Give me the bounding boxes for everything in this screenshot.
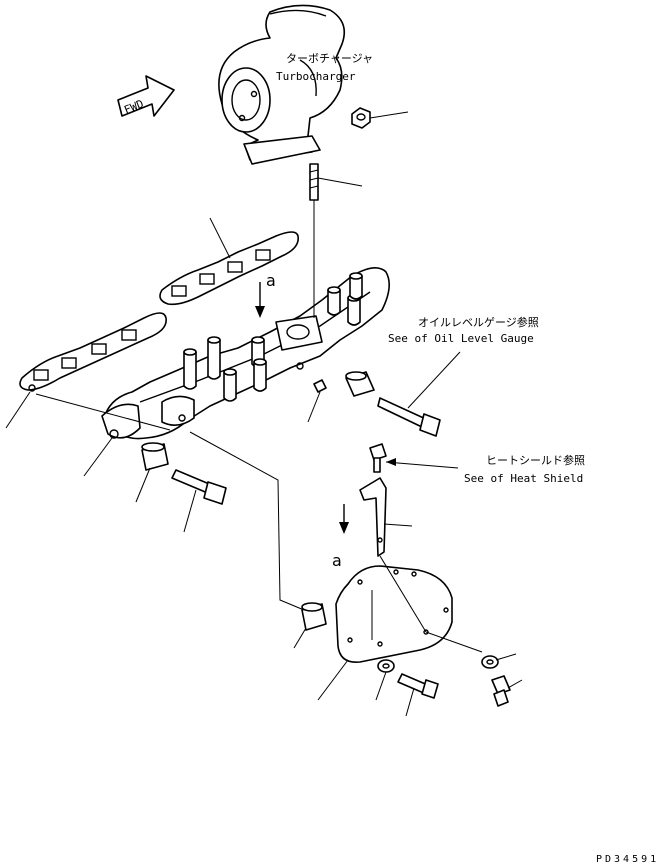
bolt-lower-right (491, 675, 511, 707)
washer-lower-left (377, 659, 395, 673)
centerline-gasket-to-spacer (35, 393, 171, 431)
drawing-code: PD34591 (596, 854, 659, 865)
leader-bolt-lower-center (405, 687, 415, 717)
leader-bracket (383, 523, 413, 527)
heat-shield-spacer (301, 602, 327, 631)
heat-shield-label-jp: ヒートシールド参照 (486, 453, 585, 467)
leader-heat-shield-spacer (293, 627, 307, 649)
washer-lower-right (481, 655, 499, 669)
centerline-plate-to-washer (425, 631, 483, 653)
turbocharger-label-jp: ターボチャージャ (286, 52, 373, 65)
heat-shield-bolt-top (369, 443, 387, 473)
leader-small-stud (307, 391, 321, 423)
small-stud (313, 379, 327, 393)
leader-washer-left (375, 671, 387, 701)
turbo-nut (351, 107, 371, 129)
rear-manifold-gasket (159, 231, 299, 306)
manifold-bolt-rear (377, 397, 441, 437)
leader-bolt-front (183, 489, 197, 533)
leader-heat-shield-ref (385, 461, 459, 469)
oil-gauge-label-jp: オイルレベルゲージ参照 (418, 315, 539, 329)
leader-turbo-nut (369, 111, 409, 119)
bolt-lower-center (397, 673, 439, 699)
manifold-spacer-rear (345, 371, 375, 397)
forward-arrow-icon: FWD (117, 75, 175, 117)
heat-shield-bracket (359, 477, 387, 557)
manifold-bolt-front (171, 469, 227, 505)
turbocharger-label-en: Turbocharger (276, 70, 356, 83)
leader-plate (317, 659, 349, 701)
view-arrow-upper: a (255, 271, 276, 318)
leader-bolt-lower-right (507, 679, 523, 689)
oil-gauge-label-en: See of Oil Level Gauge (388, 332, 534, 345)
leader-front-gasket (5, 391, 31, 429)
turbocharger (218, 4, 346, 165)
turbo-stud (309, 163, 319, 201)
view-label-lower: a (332, 551, 342, 570)
heat-shield-label-en: See of Heat Shield (464, 472, 583, 485)
centerline-bracket-to-plate (379, 555, 427, 633)
leader-turbo-stud (317, 177, 363, 187)
heat-shield-plate (335, 565, 453, 663)
view-label-upper: a (266, 271, 276, 290)
front-manifold-gasket (19, 312, 167, 392)
leader-washer-right (495, 653, 517, 661)
manifold-spacer-front (141, 442, 169, 471)
leader-rear-gasket (209, 217, 231, 259)
manifold-bosses (183, 272, 363, 402)
exhaust-manifold (101, 267, 390, 440)
leader-spacer-front (135, 467, 151, 503)
leader-oil-gauge (407, 351, 461, 409)
view-arrow-lower: a (332, 504, 349, 570)
centerline-manifold-to-spacer (189, 431, 305, 611)
leader-manifold-front (83, 437, 113, 477)
